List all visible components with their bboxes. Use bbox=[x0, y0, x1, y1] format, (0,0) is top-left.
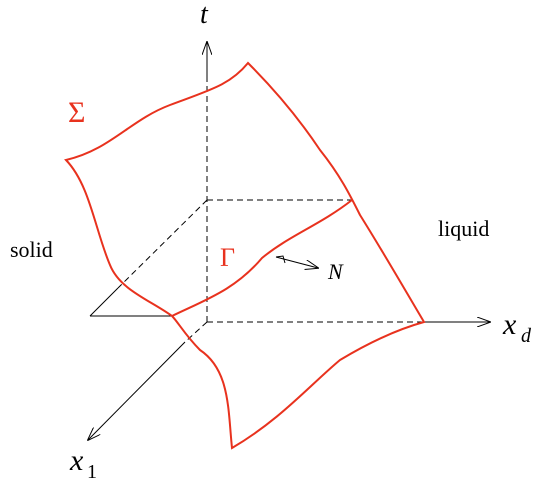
xd-axis-subscript: d bbox=[521, 325, 532, 347]
solid-label: solid bbox=[10, 237, 53, 262]
gamma-label: Γ bbox=[220, 243, 235, 272]
liquid-label: liquid bbox=[438, 216, 489, 241]
sigma-surface bbox=[64, 61, 426, 450]
normal-arrow bbox=[275, 256, 318, 268]
x1-axis-arrow bbox=[88, 341, 186, 440]
normal-label: N bbox=[327, 259, 344, 284]
plane-dashed-diag bbox=[117, 199, 208, 289]
solid-diag-line bbox=[89, 287, 119, 317]
x1-axis-subscript: 1 bbox=[87, 461, 97, 482]
xd-axis-label: x bbox=[502, 308, 517, 341]
x1-axis-label: x bbox=[69, 444, 84, 477]
normal-right-angle bbox=[275, 255, 286, 264]
sigma-label: Σ bbox=[68, 96, 85, 129]
t-axis-label: t bbox=[200, 0, 209, 30]
x1-axis-dashed bbox=[184, 321, 208, 343]
gamma-curve bbox=[171, 199, 353, 317]
